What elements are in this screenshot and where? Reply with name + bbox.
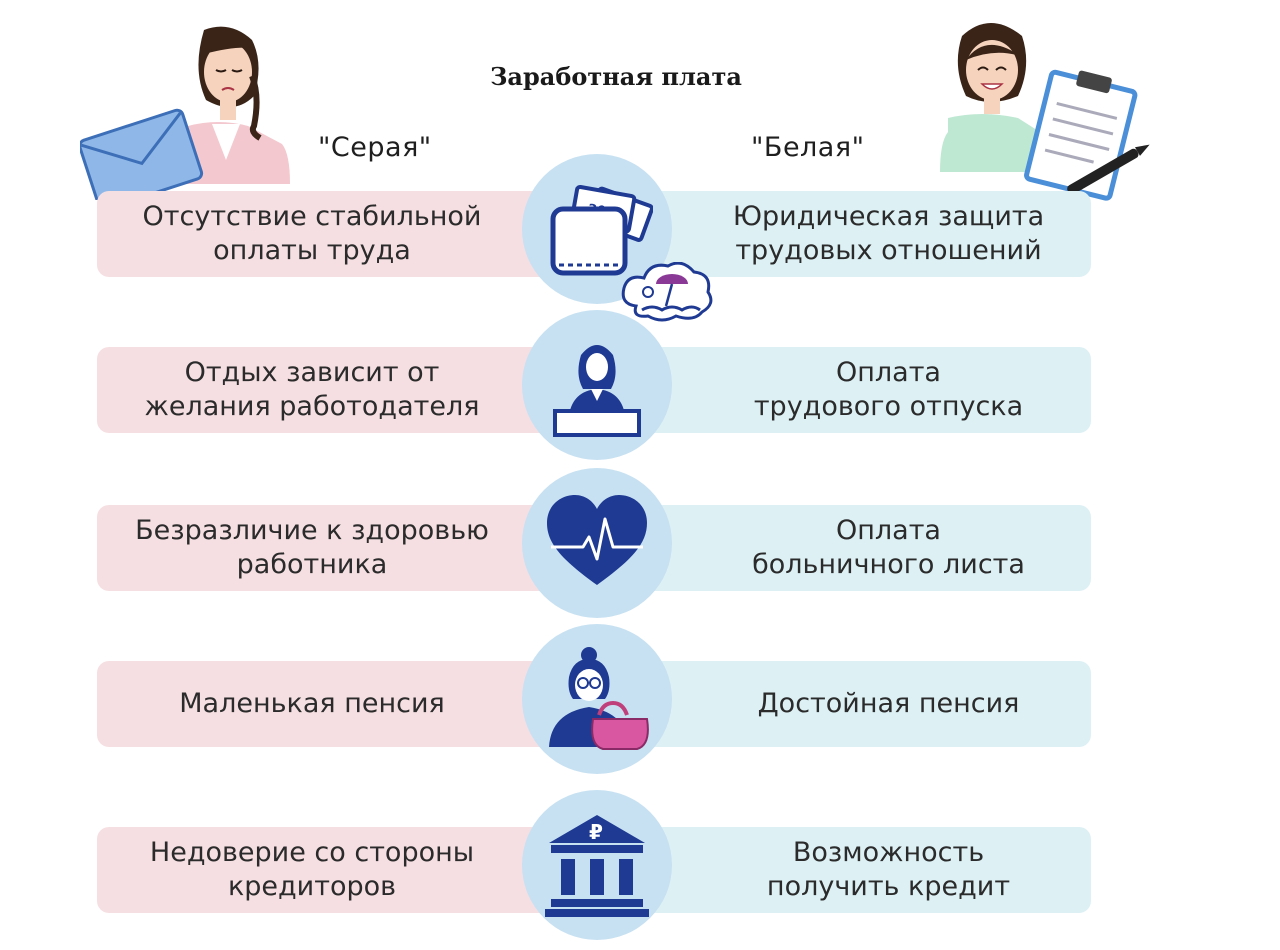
comparison-row: Безразличие к здоровью работника Оплата … [0, 468, 1280, 628]
gray-salary-heading: "Серая" [318, 132, 432, 163]
page-title: Заработная плата [490, 62, 742, 91]
gray-point: Недоверие со стороны кредиторов [97, 827, 567, 913]
comparison-row: Отсутствие стабильной оплаты труда Юриди… [0, 154, 1280, 314]
office-worker-dreaming-icon [553, 345, 641, 437]
pensioner-purse-icon [549, 647, 649, 750]
comparison-row: Маленькая пенсия Достойная пенсия [0, 624, 1280, 784]
white-salary-heading: "Белая" [751, 132, 865, 163]
gray-point: Отсутствие стабильной оплаты труда [97, 191, 567, 277]
row-icon-circle [522, 310, 672, 460]
sad-woman-envelope-icon [80, 26, 290, 200]
gray-point: Маленькая пенсия [97, 661, 567, 747]
white-point: Юридическая защита трудовых отношений [630, 191, 1091, 277]
row-icon-circle: ₽ [522, 790, 672, 940]
comparison-row: Отдых зависит от желания работодателя Оп… [0, 310, 1280, 470]
ruble-sign: ₽ [589, 820, 603, 844]
white-point: Оплата больничного листа [630, 505, 1091, 591]
white-point: Оплата трудового отпуска [630, 347, 1091, 433]
heart-pulse-icon [547, 495, 647, 585]
gray-point: Отдых зависит от желания работодателя [97, 347, 567, 433]
row-icon-circle [522, 624, 672, 774]
bank-ruble-icon: ₽ [545, 815, 649, 917]
vacation-thought-cloud-icon [617, 262, 713, 347]
happy-woman-clipboard-icon [940, 23, 1150, 201]
row-icon-circle [522, 468, 672, 618]
gray-point: Безразличие к здоровью работника [97, 505, 567, 591]
white-point: Возможность получить кредит [630, 827, 1091, 913]
wallet-money-icon: 200 [550, 184, 653, 276]
comparison-row: Недоверие со стороны кредиторов Возможно… [0, 790, 1280, 950]
white-point: Достойная пенсия [630, 661, 1091, 747]
